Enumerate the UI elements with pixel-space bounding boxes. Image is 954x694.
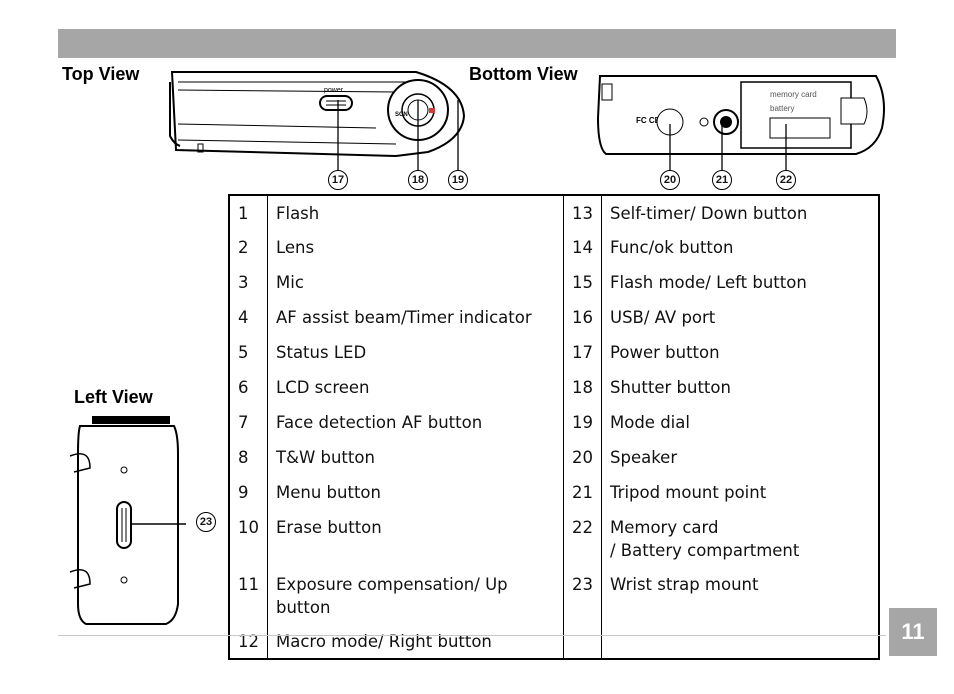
cert-marking: FC CE	[636, 116, 661, 125]
part-number: 22	[563, 510, 602, 567]
left-view-label: Left View	[74, 387, 153, 407]
part-label: USB/ AV port	[601, 300, 880, 335]
part-label: LCD screen	[267, 370, 564, 405]
callout-20: 20	[660, 170, 680, 190]
part-label: Shutter button	[601, 370, 880, 405]
part-number: 4	[228, 300, 268, 335]
part-number: 1	[228, 195, 268, 230]
part-label: Wrist strap mount	[601, 567, 880, 624]
part-label: Menu button	[267, 475, 564, 510]
part-number: 16	[563, 300, 602, 335]
part-number: 5	[228, 335, 268, 370]
part-number: 3	[228, 265, 268, 300]
part-label: Exposure compensation/ Up button	[267, 567, 564, 624]
left-view-illustration	[69, 416, 186, 625]
battery-label: battery	[770, 104, 794, 113]
part-number: 13	[563, 195, 602, 230]
part-number: 14	[563, 230, 602, 265]
part-number: 17	[563, 335, 602, 370]
part-number: 20	[563, 440, 602, 475]
part-label: Func/ok button	[601, 230, 880, 265]
part-number: 2	[228, 230, 268, 265]
part-label: AF assist beam/Timer indicator	[267, 300, 564, 335]
part-number	[563, 624, 602, 659]
part-label: Flash mode/ Left button	[601, 265, 880, 300]
part-label: Flash	[267, 195, 564, 230]
part-number: 18	[563, 370, 602, 405]
part-number: 15	[563, 265, 602, 300]
part-label: Mode dial	[601, 405, 880, 440]
part-number: 12	[228, 624, 268, 659]
part-number: 7	[228, 405, 268, 440]
part-label	[601, 624, 880, 659]
callout-18: 18	[408, 170, 428, 190]
bottom-view-label: Bottom View	[469, 64, 578, 84]
memory-card-label: memory card	[770, 90, 817, 99]
part-label: T&W button	[267, 440, 564, 475]
callout-leaders	[337, 100, 459, 170]
part-label: Tripod mount point	[601, 475, 880, 510]
part-label: Power button	[601, 335, 880, 370]
callout-23: 23	[196, 512, 216, 532]
callout-17: 17	[328, 170, 348, 190]
part-number: 19	[563, 405, 602, 440]
part-label: Mic	[267, 265, 564, 300]
callout-22: 22	[776, 170, 796, 190]
part-label: Macro mode/ Right button	[267, 624, 564, 659]
callout-19: 19	[448, 170, 468, 190]
callout-leaders-bottom	[669, 124, 787, 170]
part-number: 10	[228, 510, 268, 567]
top-view-label: Top View	[62, 64, 140, 84]
header-bar	[58, 29, 896, 58]
part-label: Lens	[267, 230, 564, 265]
part-number: 21	[563, 475, 602, 510]
callout-21: 21	[712, 170, 732, 190]
part-number: 9	[228, 475, 268, 510]
part-label: Memory card / Battery compartment	[601, 510, 880, 567]
page-number: 11	[889, 608, 937, 656]
part-number: 6	[228, 370, 268, 405]
part-label: Face detection AF button	[267, 405, 564, 440]
part-label: Speaker	[601, 440, 880, 475]
scn-label: SCN	[395, 112, 408, 118]
part-number: 23	[563, 567, 602, 624]
power-label: power	[324, 87, 344, 94]
footer-rule	[58, 635, 886, 636]
part-number: 8	[228, 440, 268, 475]
part-label: Self-timer/ Down button	[601, 195, 880, 230]
part-label: Status LED	[267, 335, 564, 370]
part-label: Erase button	[267, 510, 564, 567]
part-number: 11	[228, 567, 268, 624]
